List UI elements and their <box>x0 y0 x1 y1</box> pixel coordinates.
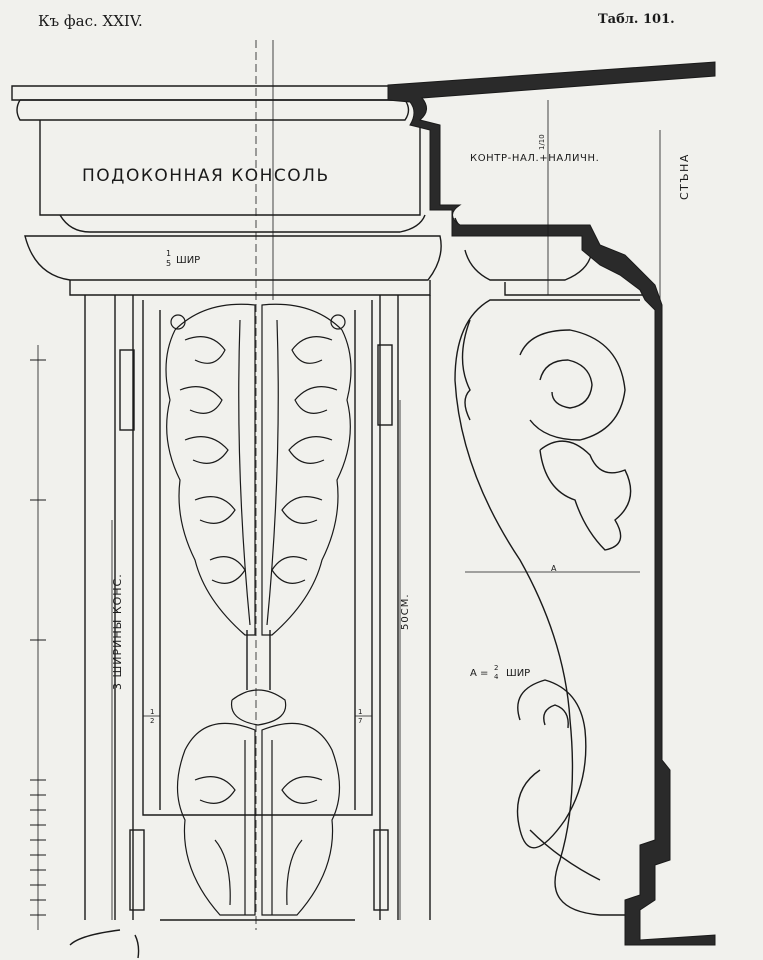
side-elevation <box>454 217 645 916</box>
plate-number: Табл. 101. <box>598 12 675 27</box>
half-right-den: 7 <box>358 717 362 725</box>
a-mark-label: A <box>551 564 557 573</box>
fifth-frac-num: 1 <box>166 249 171 258</box>
a-unit-label: ШИР <box>506 668 530 679</box>
half-left-num: 1 <box>150 708 154 716</box>
scale-bar <box>30 359 46 916</box>
fifth-frac-den: 5 <box>166 259 171 268</box>
page-reference: Къ фас. XXIV. <box>38 12 143 30</box>
half-right-num: 1 <box>358 708 362 716</box>
dimension-lines <box>37 40 661 930</box>
wall-label: СТЪНА <box>678 153 691 200</box>
height-50-label: 50СМ. <box>400 593 411 630</box>
architrave-label: КОНТР-НАЛ.+НАЛИЧН. <box>470 153 599 164</box>
acanthus-lower-ornament <box>176 689 341 916</box>
three-widths-label: 3 ШИРИНЫ КОНС. <box>111 573 124 690</box>
half-left-den: 2 <box>150 717 154 725</box>
acanthus-upper-ornament <box>165 303 352 636</box>
fifth-width-label: ШИР <box>176 255 200 266</box>
top-dimension-label: 1/10 <box>538 134 546 150</box>
a-frac-num: 2 <box>494 664 498 672</box>
a-formula-label: A = <box>470 668 488 679</box>
a-frac-den: 4 <box>494 673 499 681</box>
front-elevation <box>11 85 442 959</box>
title-label: ПОДОКОННАЯ КОНСОЛЬ <box>82 166 330 186</box>
wall-section <box>387 61 716 946</box>
